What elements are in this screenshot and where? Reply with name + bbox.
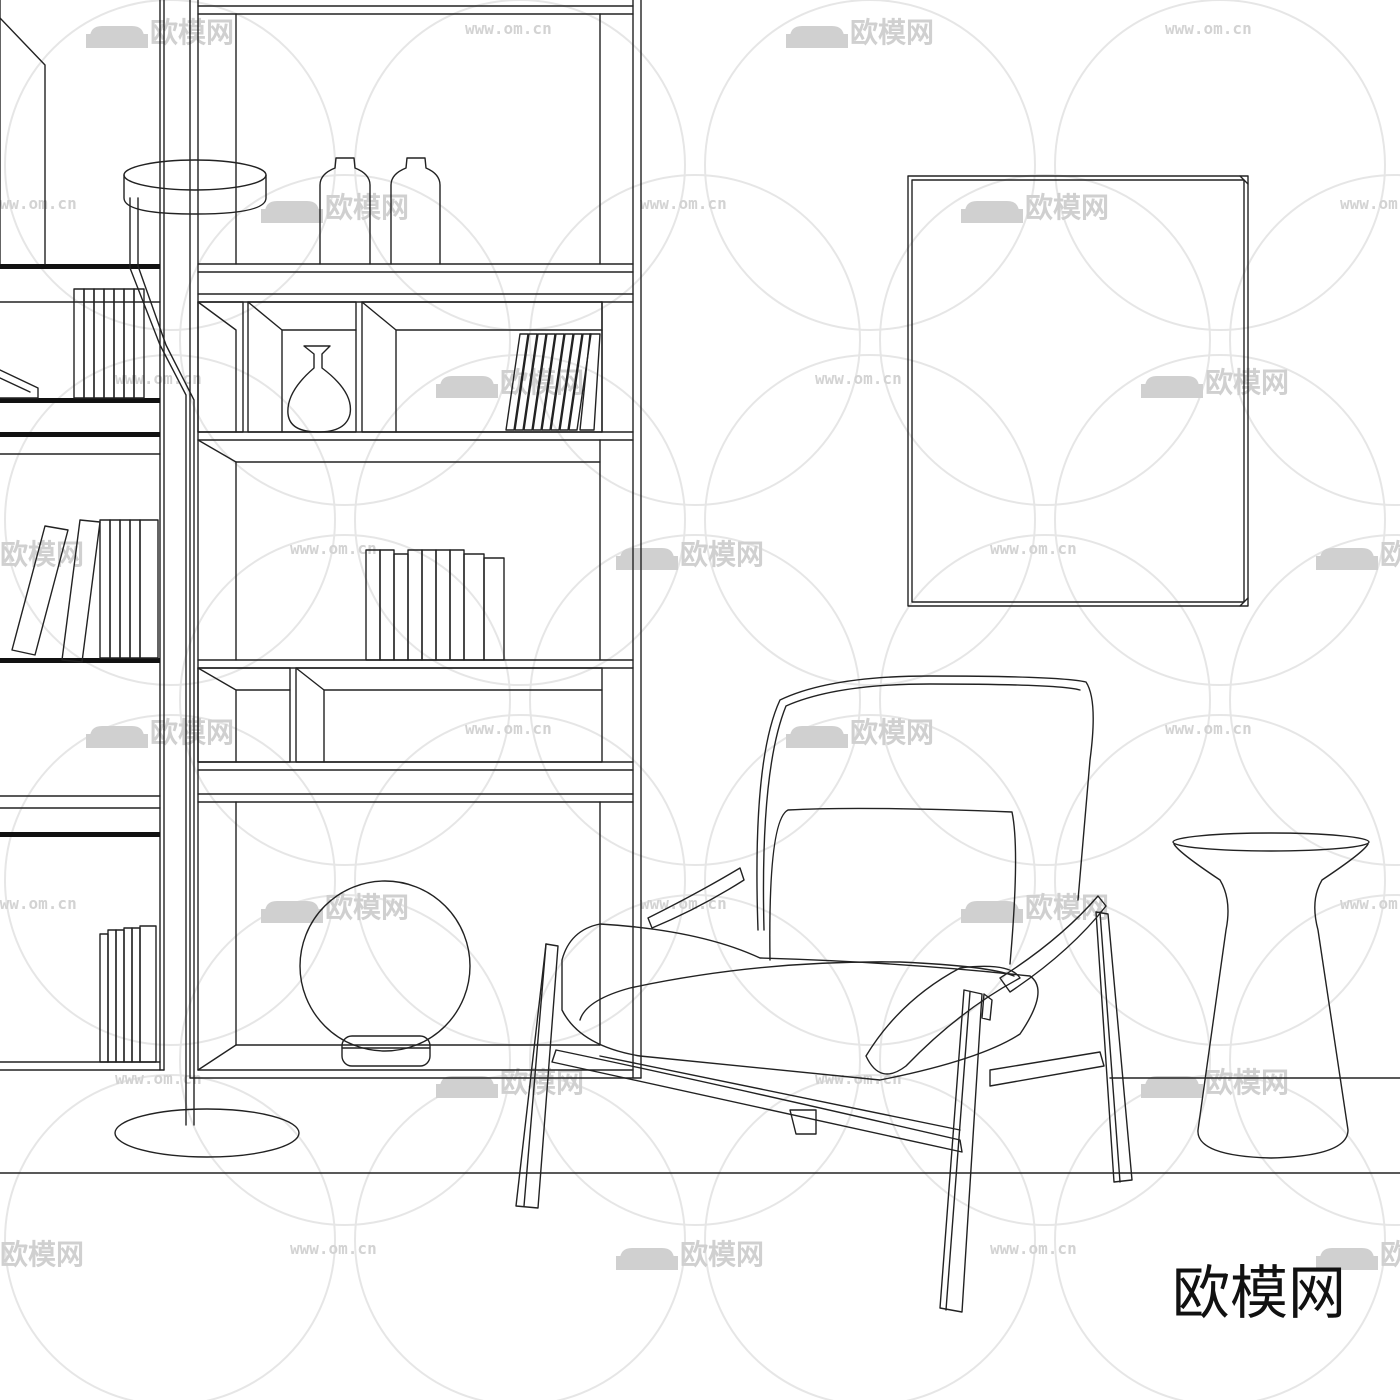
watermark-url: www.om.cn [290,1239,377,1258]
watermark-arcs [4,0,1400,1400]
svg-text:欧模网: 欧模网 [680,538,764,571]
svg-text:欧模网: 欧模网 [0,1238,84,1271]
watermark-logo: 欧模网 [616,1238,764,1271]
watermark-logo: 欧模网 [1141,1066,1289,1099]
watermark-logo: 欧模网 [1316,538,1400,571]
side-table [1172,832,1370,1159]
svg-text:欧模网: 欧模网 [850,16,934,49]
brand-watermark-text: 欧模网 [1172,1259,1346,1327]
svg-text:欧模网: 欧模网 [325,891,409,924]
svg-text:欧模网: 欧模网 [850,716,934,749]
watermark-url: www.om.cn [465,19,552,38]
watermark-logo: 欧模网 [1316,1238,1400,1271]
svg-text:欧模网: 欧模网 [1380,1238,1400,1271]
svg-text:欧模网: 欧模网 [500,1066,584,1099]
floor-lines [0,1077,1400,1174]
left-bookcase [0,0,165,1071]
watermark-url: www.om.cn [815,369,902,388]
svg-text:欧模网: 欧模网 [150,16,234,49]
watermark-url: www.om.cn [0,194,77,213]
watermark-url: www.om.cn [290,539,377,558]
svg-text:欧模网: 欧模网 [1205,366,1289,399]
svg-text:欧模网: 欧模网 [1205,1066,1289,1099]
watermark-url: www.om.cn [640,194,727,213]
watermark-logo: 欧模网 [1141,366,1289,399]
watermark-url: www.om.cn [0,894,77,913]
wall-picture-frame [907,175,1249,607]
watermark-logo: 欧模网 [961,191,1109,224]
watermark-logo: 欧模网 [436,366,584,399]
svg-text:欧模网: 欧模网 [1380,538,1400,571]
watermark-url: www.om.cn [1165,19,1252,38]
watermark-url: www.om.cn [1165,719,1252,738]
watermark-logo: 欧模网 [261,891,409,924]
svg-text:欧模网: 欧模网 [0,538,84,571]
watermark-logo: 欧模网 [0,538,84,571]
watermark-url: www.om.cn [115,1069,202,1088]
watermark-logo: 欧模网 [261,191,409,224]
watermark-logo: 欧模网 [786,16,934,49]
watermark-url: www.om.cn [1340,894,1400,913]
watermark-url: www.om.cn [990,539,1077,558]
right-bookcase [189,0,642,1079]
svg-text:欧模网: 欧模网 [325,191,409,224]
floor-lamp [114,159,300,1158]
svg-text:欧模网: 欧模网 [150,716,234,749]
watermark-url: www.om.cn [640,894,727,913]
svg-text:欧模网: 欧模网 [1025,191,1109,224]
watermark-url: www.om.cn [465,719,552,738]
watermark-logo: 欧模网 [786,716,934,749]
watermark-logo: 欧模网 [616,538,764,571]
watermark-url: www.om.cn [115,369,202,388]
watermark-logo: 欧模网 [436,1066,584,1099]
watermark-url: www.om.cn [1340,194,1400,213]
lounge-chair [515,675,1133,1313]
watermark-logo: 欧模网 [0,1238,84,1271]
svg-text:欧模网: 欧模网 [680,1238,764,1271]
watermark-url: www.om.cn [990,1239,1077,1258]
